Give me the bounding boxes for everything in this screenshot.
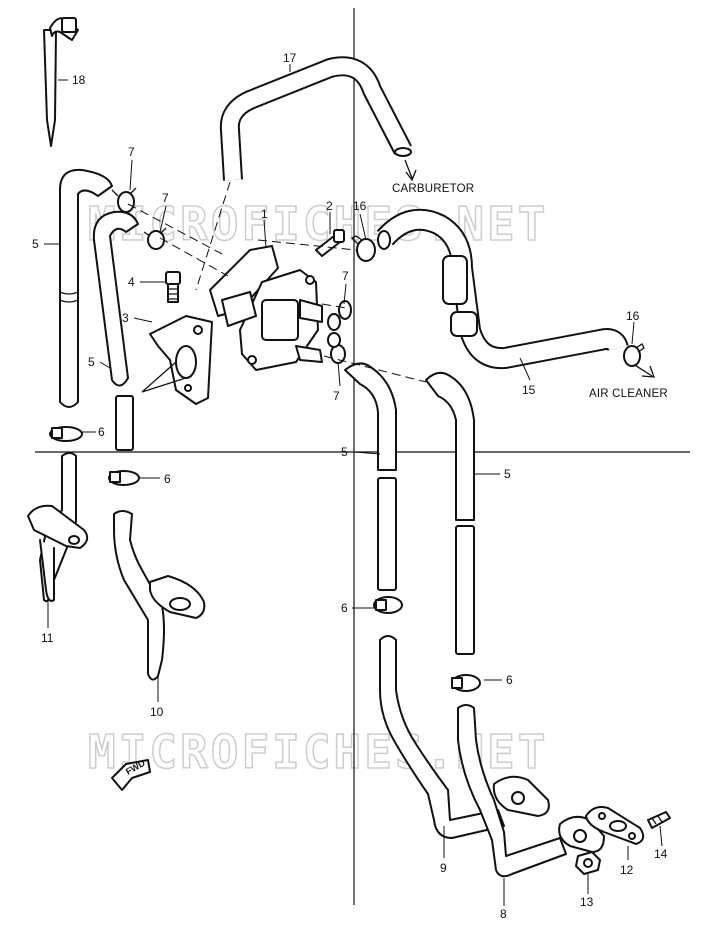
- part-6-clamp-a: [49, 426, 83, 442]
- carburetor-label: CARBURETOR: [392, 183, 474, 195]
- callout-16-a: 16: [353, 199, 367, 213]
- part-7-clip-c: [327, 300, 352, 331]
- part-5-hose-middle: [92, 210, 139, 451]
- air-cleaner-label: AIR CLEANER: [589, 388, 668, 400]
- part-15-hose: [376, 208, 629, 370]
- part-1-valve-body: [209, 245, 323, 371]
- callout-7-b: 7: [162, 191, 169, 205]
- callout-6-b: 6: [164, 472, 171, 486]
- callout-6-c: 6: [341, 601, 348, 615]
- part-5-hose-center: [344, 362, 397, 591]
- part-7-clip-d: [327, 332, 346, 364]
- part-4-bolt: [165, 271, 181, 303]
- callout-14: 14: [654, 847, 668, 861]
- callout-12: 12: [620, 863, 634, 877]
- part-6-clamp-d: [451, 674, 481, 692]
- callout-15: 15: [522, 383, 536, 397]
- callout-10: 10: [150, 705, 164, 719]
- callout-6-a: 6: [98, 425, 105, 439]
- part-16-clamp-right: [623, 343, 645, 367]
- part-11-pipe: [27, 452, 89, 602]
- pointer-gasket: [141, 361, 193, 393]
- callout-labels: 18 17 7 7 5 1 2 16 4 3 7 5 7 6 6 5 5 6 6…: [32, 51, 668, 921]
- ref-line-5: [321, 303, 347, 309]
- callout-5-d: 5: [504, 467, 511, 481]
- callout-11: 11: [41, 631, 54, 645]
- part-10-pipe: [113, 510, 206, 681]
- callout-13: 13: [580, 895, 594, 909]
- callout-7-a: 7: [128, 145, 135, 159]
- callout-9: 9: [440, 861, 447, 875]
- ref-line-2: [127, 203, 223, 255]
- part-18-sensor-clip: [43, 17, 79, 147]
- fwd-direction-marker: FWD: [111, 758, 151, 791]
- part-17-hose: [219, 56, 412, 181]
- part-6-clamp-c: [373, 596, 403, 614]
- callout-leaders: [44, 64, 663, 906]
- part-13-nut: [575, 851, 601, 875]
- carburetor-arrow: [404, 159, 417, 182]
- callout-16-b: 16: [626, 309, 640, 323]
- callout-17: 17: [283, 51, 297, 65]
- callout-6-d: 6: [506, 673, 513, 687]
- part-14-stud-bolt: [647, 811, 671, 829]
- part-12-gasket: [585, 806, 645, 845]
- part-5-hose-left: [59, 168, 113, 408]
- ref-line-1: [195, 181, 231, 291]
- ref-line-4: [257, 239, 357, 251]
- callout-5-a: 5: [32, 237, 39, 251]
- part-2-bolt: [315, 229, 345, 257]
- part-7-clip-a: [111, 187, 137, 213]
- callout-8: 8: [500, 907, 507, 921]
- callout-7-c: 7: [342, 269, 349, 283]
- callout-5-b: 5: [88, 355, 95, 369]
- callout-1: 1: [261, 207, 268, 221]
- part-3-gasket: [149, 315, 213, 405]
- part-6-clamp-b: [108, 470, 140, 486]
- part-5-hose-right: [425, 371, 475, 655]
- callout-5-c: 5: [341, 445, 348, 459]
- callout-4: 4: [128, 275, 135, 289]
- callout-2: 2: [326, 199, 333, 213]
- ref-line-6: [323, 355, 427, 383]
- ref-line-3: [159, 237, 229, 277]
- callout-18: 18: [72, 73, 86, 87]
- callout-7-d: 7: [333, 389, 340, 403]
- callout-3: 3: [122, 311, 129, 325]
